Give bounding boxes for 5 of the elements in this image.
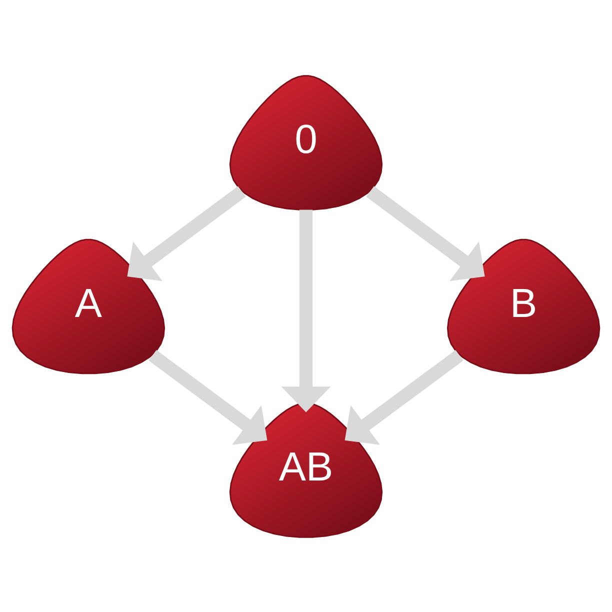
arrow — [344, 349, 464, 444]
arrow — [127, 186, 246, 281]
arrow — [148, 349, 268, 444]
arrow — [366, 186, 485, 281]
arrow — [281, 209, 331, 412]
